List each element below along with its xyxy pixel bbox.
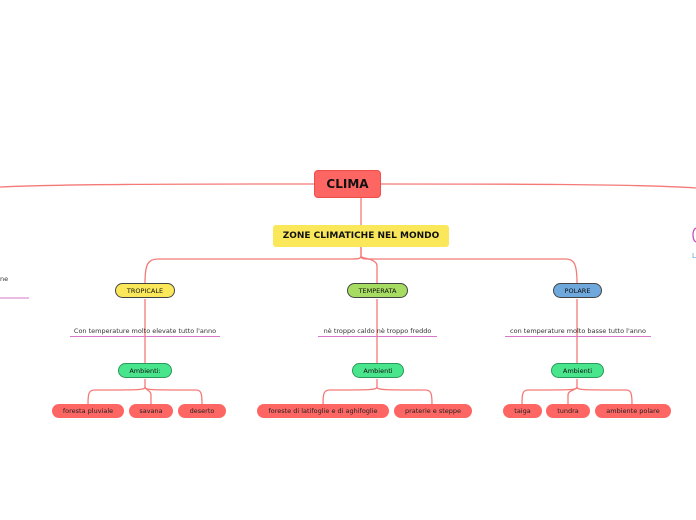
ambienti-node-temperata[interactable]: Ambienti xyxy=(352,363,404,378)
right-fragment-text: L xyxy=(692,252,696,260)
leaf-node-savana[interactable]: savana xyxy=(129,404,173,418)
leaf-node-taiga[interactable]: taiga xyxy=(503,404,542,418)
root-node-clima[interactable]: CLIMA xyxy=(314,170,381,198)
left-fragment-text: ne xyxy=(0,275,8,283)
subtopic-node-zone-climatiche[interactable]: ZONE CLIMATICHE NEL MONDO xyxy=(273,225,449,247)
leaf-node-foresta-pluviale[interactable]: foresta pluviale xyxy=(52,404,124,418)
leaf-node-ambiente-polare[interactable]: ambiente polare xyxy=(595,404,671,418)
zone-node-tropicale[interactable]: TROPICALE xyxy=(115,283,175,298)
zone-description-polare[interactable]: con temperature molto basse tutto l'anno xyxy=(505,325,651,337)
leaf-node-tundra[interactable]: tundra xyxy=(546,404,590,418)
leaf-node-foreste-latifoglie[interactable]: foreste di latifoglie e di aghifoglie xyxy=(257,404,389,418)
leaf-node-praterie-steppe[interactable]: praterie e steppe xyxy=(394,404,472,418)
leaf-node-deserto[interactable]: deserto xyxy=(178,404,226,418)
zone-node-polare[interactable]: POLARE xyxy=(553,283,602,298)
zone-node-temperata[interactable]: TEMPERATA xyxy=(347,283,408,298)
zone-description-tropicale[interactable]: Con temperature molto elevate tutto l'an… xyxy=(70,325,220,337)
zone-description-temperata[interactable]: nè troppo caldo nè troppo freddo xyxy=(318,325,437,337)
ambienti-node-tropicale[interactable]: Ambienti: xyxy=(118,363,172,378)
ambienti-node-polare[interactable]: Ambienti xyxy=(551,363,604,378)
